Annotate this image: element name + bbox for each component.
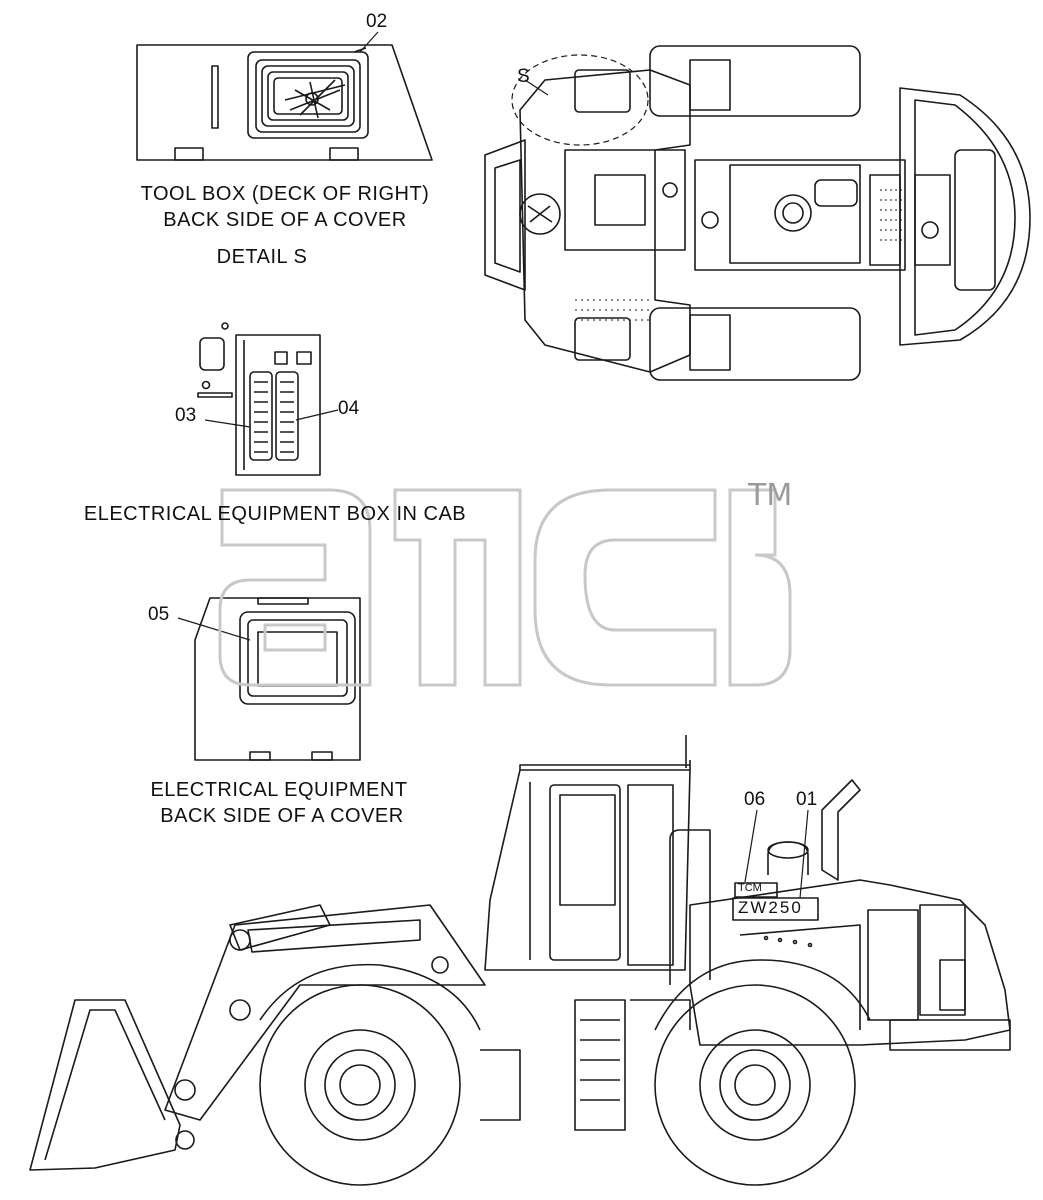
leader-lines [177,31,809,899]
watermark-trademark: TM [748,478,793,513]
callout-04: 04 [338,398,360,419]
callout-03: 03 [175,405,197,426]
model-plate: ZW250 [738,898,803,917]
callout-02: 02 [366,11,388,32]
callout-05: 05 [148,604,170,625]
caption-elec-equip-line2: BACK SIDE OF A COVER [160,805,404,827]
callout-06: 06 [744,789,766,810]
loader-top-view-drawing [484,45,1031,381]
brand-decal: TCM [738,882,762,894]
callout-detail-s-mark: S [517,66,530,87]
watermark-logo [218,488,792,687]
tool-box-cover-drawing [136,44,433,161]
callout-01: 01 [796,789,818,810]
caption-detail-s: DETAIL S [216,246,308,268]
caption-tool-box-line2: BACK SIDE OF A COVER [163,209,407,231]
caption-elec-box-cab: ELECTRICAL EQUIPMENT BOX IN CAB [83,503,467,525]
caption-elec-equip-line1: ELECTRICAL EQUIPMENT [150,779,408,801]
electrical-cover-drawing [194,597,361,761]
electrical-box-cab-drawing [197,322,321,476]
caption-tool-box-line1: TOOL BOX (DECK OF RIGHT) [140,183,430,205]
loader-side-view-drawing [29,735,1011,1186]
